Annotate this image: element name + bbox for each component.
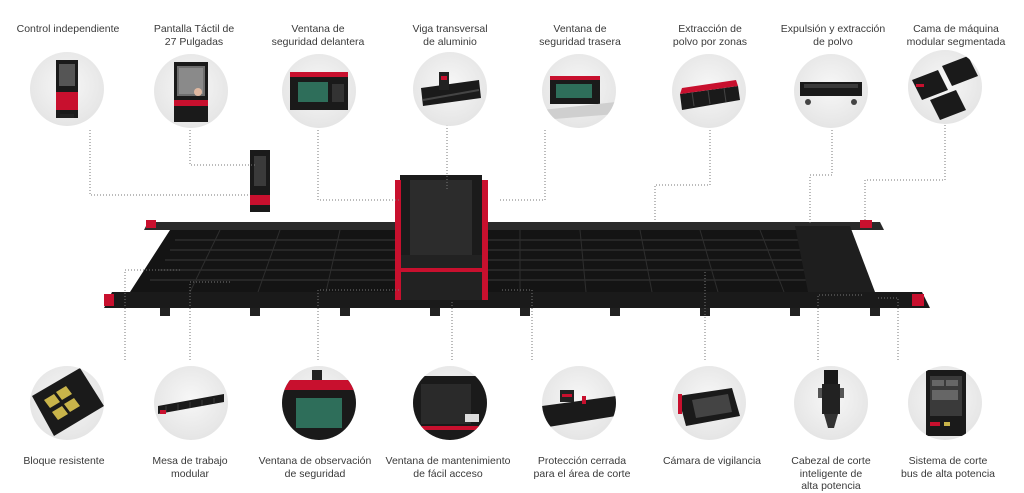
label-ventana-seguridad-trasera: Ventana de seguridad trasera [539, 23, 621, 48]
laser-cutting-machine [104, 150, 930, 316]
modular-bed-icon [908, 50, 982, 124]
label-expulsion-extraccion-polvo: Expulsión y extracción de polvo [780, 23, 886, 48]
work-table-icon [154, 366, 228, 440]
label-control-independiente: Control independiente [16, 23, 120, 35]
dust-exhaust-icon [794, 54, 868, 128]
leader-lines [89, 125, 946, 360]
gantry-beam-icon [413, 52, 487, 126]
label-ventana-seguridad-delantera: Ventana de seguridad delantera [271, 23, 365, 48]
label-extraccion-polvo-zonas: Extracción de polvo por zonas [672, 23, 748, 48]
cutting-head-icon [794, 366, 868, 440]
label-bloque-resistente: Bloque resistente [23, 455, 105, 467]
label-viga-transversal: Viga transversal de aluminio [412, 23, 488, 48]
observation-window-icon [282, 366, 356, 440]
touchscreen-icon [154, 54, 228, 128]
label-mesa-trabajo-modular: Mesa de trabajo modular [152, 455, 228, 480]
label-sistema-corte-bus: Sistema de corte bus de alta potencia [901, 455, 995, 480]
label-cama-modular: Cama de máquina modular segmentada [906, 23, 1006, 48]
maintenance-window-icon [413, 366, 487, 440]
control-system-icon [908, 366, 982, 440]
label-ventana-mantenimiento: Ventana de mantenimiento de fácil acceso [385, 455, 511, 480]
closed-protection-icon [542, 366, 616, 440]
control-cabinet-icon [30, 52, 104, 126]
rear-window-icon [542, 54, 616, 128]
resistant-block-icon [30, 366, 104, 440]
label-ventana-observacion: Ventana de observación de seguridad [258, 455, 372, 480]
label-camara-vigilancia: Cámara de vigilancia [662, 455, 762, 467]
label-pantalla-tactil: Pantalla Táctil de 27 Pulgadas [153, 23, 235, 48]
surveillance-camera-icon [672, 366, 746, 440]
front-window-icon [282, 54, 356, 128]
dust-zone-icon [672, 54, 746, 128]
label-proteccion-cerrada: Protección cerrada para el área de corte [533, 455, 631, 480]
